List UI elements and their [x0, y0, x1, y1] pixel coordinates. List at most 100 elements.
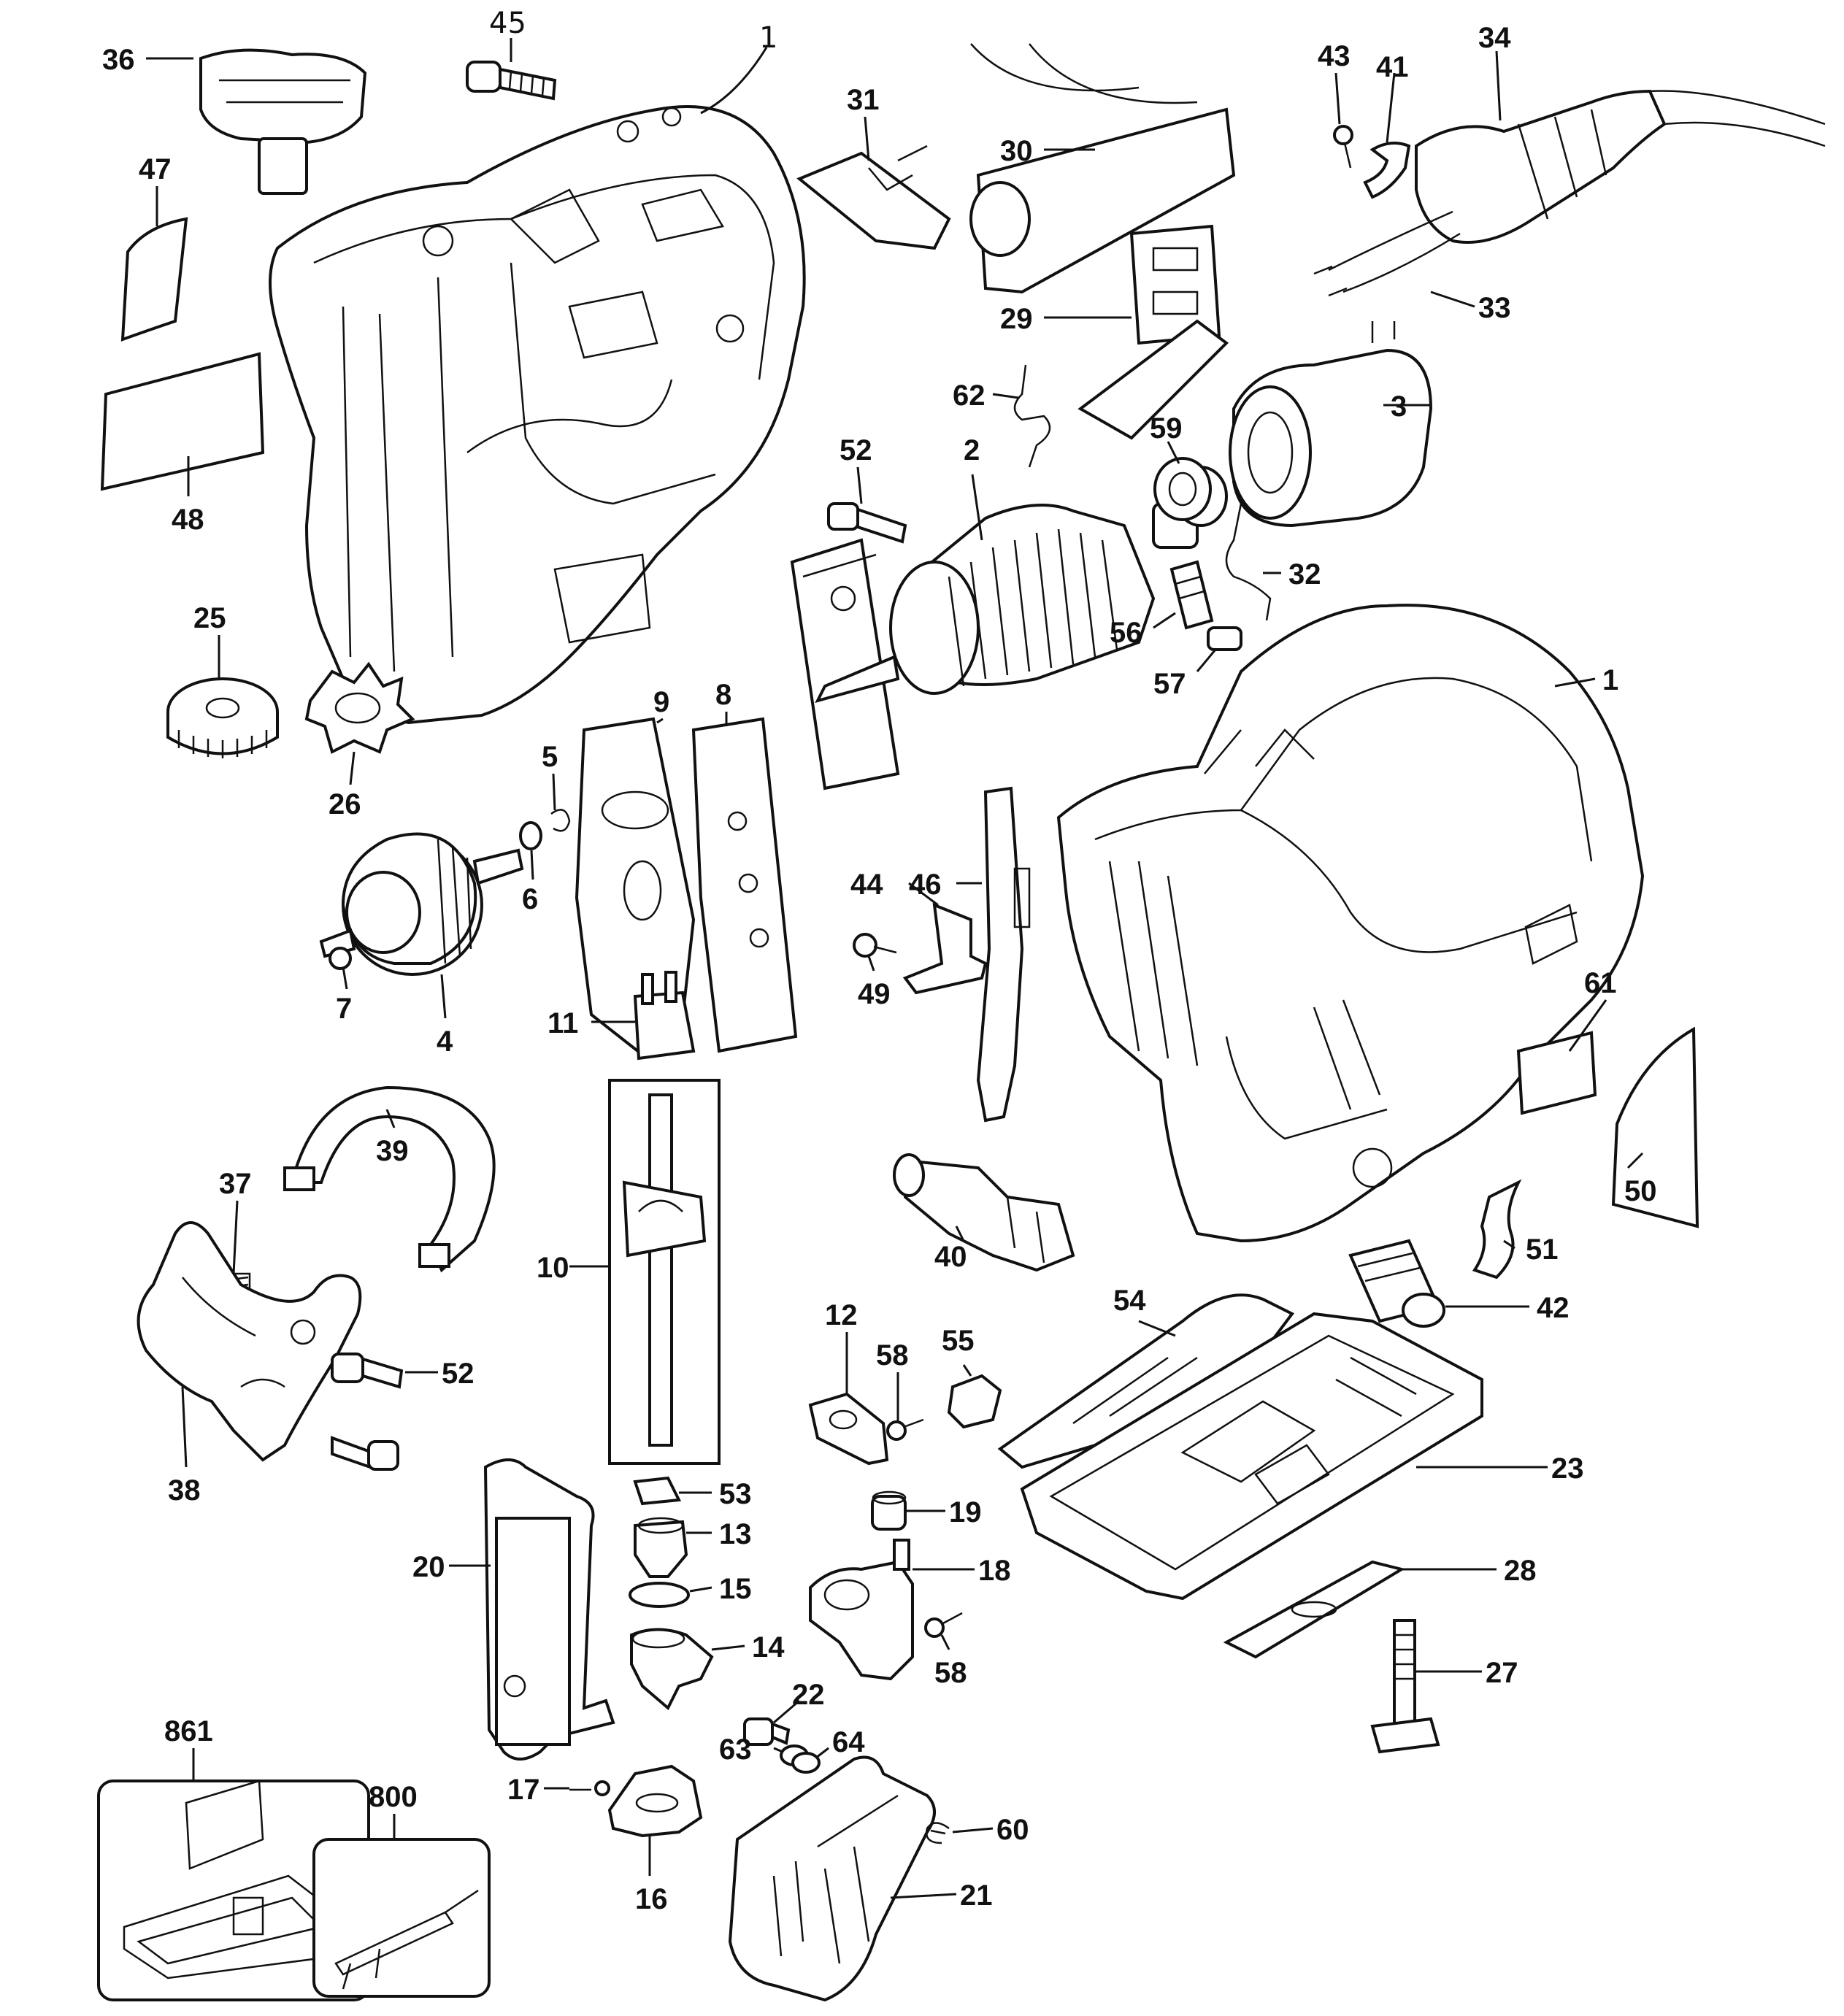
label-8: 8	[715, 679, 731, 711]
leader-lines	[146, 38, 1644, 1899]
part-60-clip	[925, 1822, 950, 1844]
part-19-sleeve	[871, 1490, 907, 1531]
part-58-screw-upper	[886, 1418, 924, 1441]
part-6-washer	[519, 821, 542, 850]
label-16: 16	[635, 1883, 668, 1915]
label-1-right: 1	[1602, 664, 1618, 696]
label-36: 36	[102, 44, 135, 76]
part-52-screw-lower	[331, 1353, 404, 1389]
label-48: 48	[172, 504, 204, 536]
label-1-top: 1	[759, 21, 777, 55]
part-7-pin	[329, 947, 352, 970]
label-58-lower: 58	[934, 1657, 967, 1689]
part-56-carbon-brush	[1169, 560, 1214, 630]
part-45-screw	[466, 61, 557, 101]
label-4: 4	[437, 1026, 453, 1058]
part-43-screw	[1333, 125, 1353, 169]
part-53-pad	[633, 1476, 682, 1506]
label-47: 47	[139, 153, 172, 185]
part-800-blade	[312, 1838, 491, 1998]
part-29-brush-holder	[1077, 224, 1229, 440]
label-800: 800	[369, 1781, 418, 1813]
label-9: 9	[653, 686, 669, 718]
part-31-switch-actuator	[796, 145, 951, 250]
label-29: 29	[1000, 303, 1033, 335]
label-37: 37	[219, 1168, 252, 1200]
label-20: 20	[412, 1551, 445, 1583]
label-51: 51	[1526, 1234, 1559, 1266]
label-26: 26	[329, 788, 361, 820]
label-50: 50	[1624, 1175, 1657, 1207]
part-2-armature	[790, 466, 1228, 790]
part-18-roller-bracket	[809, 1539, 914, 1681]
part-20-tube	[483, 1458, 615, 1761]
part-11-plunger-cap	[633, 971, 696, 1061]
part-55-cap	[947, 1374, 1002, 1429]
label-52-upper: 52	[840, 434, 872, 466]
part-64-ring	[791, 1752, 821, 1774]
label-7: 7	[336, 993, 352, 1025]
part-40-roller-assembly	[893, 1153, 1075, 1272]
part-34-cord-protector	[1415, 89, 1826, 244]
label-31: 31	[847, 84, 880, 116]
label-12: 12	[825, 1299, 858, 1331]
label-38: 38	[168, 1474, 201, 1507]
part-36-knob	[199, 48, 367, 195]
part-51-small-plate	[1472, 1179, 1522, 1280]
part-22-screw	[743, 1717, 791, 1746]
part-10-plunger-assembly	[608, 1079, 721, 1465]
label-41: 41	[1376, 51, 1409, 83]
label-62: 62	[953, 380, 986, 412]
label-5: 5	[542, 741, 558, 773]
label-11: 11	[548, 1007, 578, 1039]
label-19: 19	[949, 1496, 982, 1528]
part-32-brush-spring	[1225, 503, 1272, 621]
label-18: 18	[978, 1555, 1011, 1587]
label-49: 49	[858, 978, 891, 1010]
part-33-cord	[1313, 210, 1461, 297]
label-46: 46	[909, 869, 942, 901]
label-28: 28	[1504, 1555, 1537, 1587]
part-39-strap	[283, 1085, 496, 1273]
label-40: 40	[934, 1241, 967, 1273]
label-14: 14	[752, 1631, 785, 1663]
part-26-gear	[304, 661, 415, 754]
label-56: 56	[1110, 617, 1142, 649]
label-3: 3	[1391, 390, 1407, 423]
label-43: 43	[1318, 40, 1351, 72]
part-44-bracket	[902, 902, 988, 995]
part-28-clamp-plate	[1223, 1560, 1406, 1659]
part-21-blade-guard	[728, 1755, 936, 2002]
label-21: 21	[960, 1880, 993, 1912]
label-23: 23	[1551, 1453, 1584, 1485]
label-61: 61	[1584, 967, 1617, 999]
label-52-lower: 52	[442, 1358, 475, 1390]
label-10: 10	[537, 1252, 569, 1284]
part-46-counterweight	[976, 786, 1031, 1123]
callout-labels: 36 45 1 47 48 31 30 43 41 34 33 29 62 3 …	[102, 7, 1657, 1915]
part-58-screw-lower	[924, 1612, 963, 1638]
label-34: 34	[1478, 22, 1511, 54]
part-13-bushing	[634, 1517, 688, 1578]
part-12-clamp	[808, 1392, 889, 1466]
label-45: 45	[489, 7, 526, 40]
label-58-upper: 58	[876, 1339, 909, 1371]
part-57-brush-cap	[1207, 626, 1242, 651]
label-33: 33	[1478, 292, 1511, 324]
part-16-blade-clamp	[607, 1764, 703, 1838]
label-13: 13	[719, 1518, 752, 1550]
label-63: 63	[719, 1734, 752, 1766]
part-15-o-ring	[629, 1582, 690, 1608]
label-54: 54	[1113, 1285, 1146, 1317]
label-2: 2	[964, 434, 980, 466]
part-38-foot-housing	[137, 1221, 362, 1462]
part-59-bearing	[1153, 457, 1212, 521]
label-57: 57	[1153, 668, 1186, 700]
part-14-support	[630, 1628, 714, 1711]
label-6: 6	[522, 883, 538, 915]
label-44: 44	[850, 869, 883, 901]
label-30: 30	[1000, 135, 1033, 167]
part-screw-lower-unlabeled	[331, 1436, 399, 1471]
part-30-switch	[969, 43, 1236, 294]
